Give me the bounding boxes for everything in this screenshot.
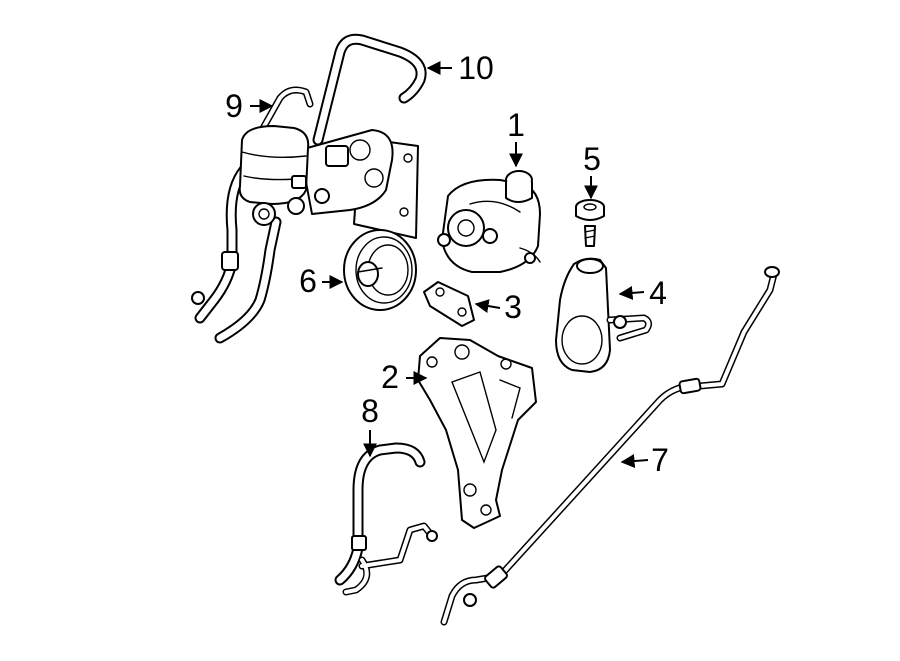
part-4-reservoir xyxy=(555,257,653,373)
part-8-hose xyxy=(334,442,438,596)
callout-4: 4 xyxy=(649,275,667,311)
leader-lines xyxy=(250,61,649,469)
callout-5: 5 xyxy=(583,141,601,177)
callout-9: 9 xyxy=(225,88,243,124)
callout-3: 3 xyxy=(504,289,522,325)
part-3-bracket xyxy=(423,281,475,327)
callout-labels: 1 2 3 4 5 6 7 8 9 10 xyxy=(225,50,669,478)
part-5-cap xyxy=(575,199,605,247)
callout-2: 2 xyxy=(381,359,399,395)
callout-7: 7 xyxy=(651,442,669,478)
part-7-line xyxy=(440,266,780,626)
part-6-pulley xyxy=(343,229,417,311)
part-9-hose xyxy=(258,86,314,134)
part-2-bracket xyxy=(417,337,537,529)
part-1-pump xyxy=(437,170,541,273)
callout-6: 6 xyxy=(299,263,317,299)
callout-1: 1 xyxy=(507,107,525,143)
pump-assembly xyxy=(191,125,419,344)
part-10-hose xyxy=(312,33,427,146)
callout-10: 10 xyxy=(458,50,494,86)
callout-8: 8 xyxy=(361,393,379,429)
